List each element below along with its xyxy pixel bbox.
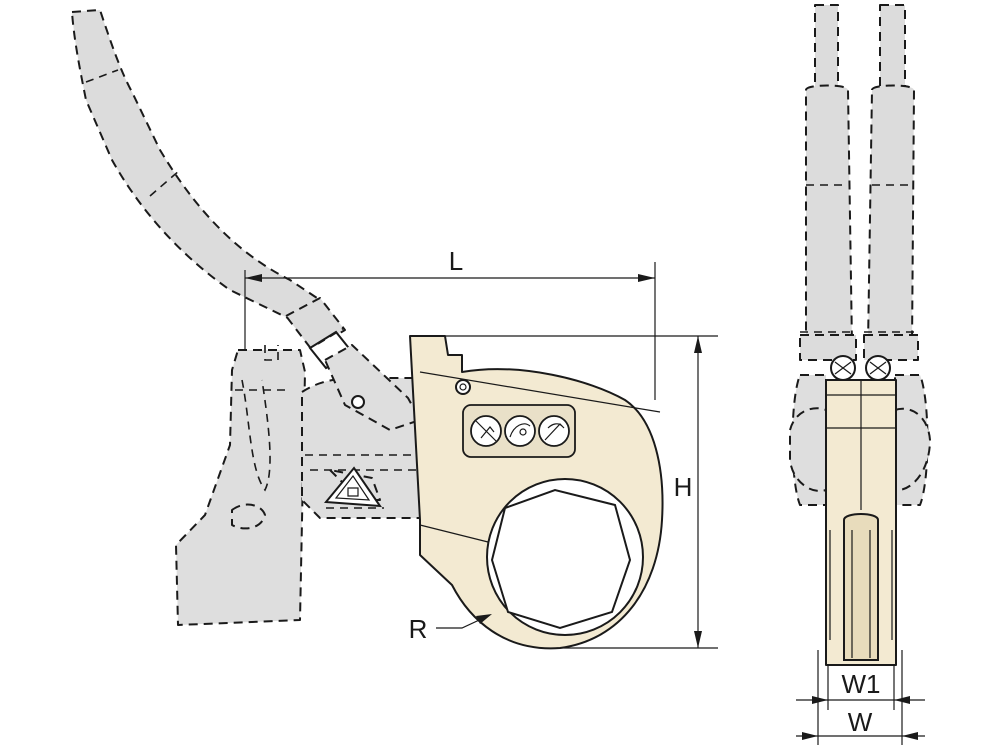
dimension-L: L bbox=[244, 246, 656, 400]
dimension-H: H bbox=[445, 335, 718, 649]
dimension-label-L: L bbox=[449, 246, 463, 276]
dimension-label-R: R bbox=[409, 614, 428, 644]
front-view: W1 W bbox=[789, 4, 931, 745]
side-ratchet-link bbox=[409, 335, 664, 650]
dimension-label-W: W bbox=[848, 707, 873, 737]
front-drive-unit bbox=[789, 374, 931, 506]
dimension-W: W bbox=[796, 650, 925, 745]
dimension-W1: W1 bbox=[796, 665, 925, 710]
side-hose bbox=[71, 9, 354, 370]
front-swivel-fittings bbox=[830, 355, 891, 381]
side-drive-unit bbox=[175, 344, 421, 626]
side-view: L H R bbox=[71, 9, 718, 650]
dimension-label-W1: W1 bbox=[842, 669, 881, 699]
front-ratchet-link bbox=[825, 379, 897, 666]
no-disassembly-icon bbox=[470, 415, 502, 447]
wrench-icon bbox=[538, 415, 570, 447]
warning-triangle-icon bbox=[324, 466, 382, 508]
dimension-R: R bbox=[409, 614, 492, 644]
front-hoses bbox=[799, 4, 919, 361]
hose-connection-icon bbox=[504, 415, 536, 447]
dimension-label-H: H bbox=[674, 472, 693, 502]
